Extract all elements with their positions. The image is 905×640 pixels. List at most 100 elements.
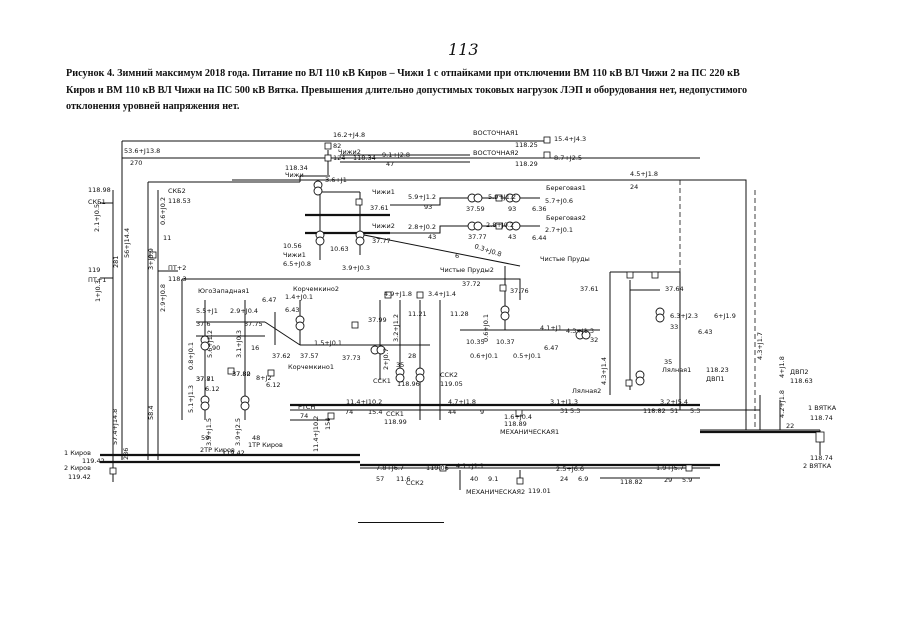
v-10-56: 10.56 [283, 242, 302, 250]
chizhi-lower-volt: 37.77 [372, 237, 391, 245]
flow-kirov-1: 57.4+J14.8 [111, 409, 119, 445]
mekh2-voltage: 119.01 [528, 487, 551, 495]
transformer-chizhi [313, 180, 323, 196]
kirov1-name: 1 Киров [64, 449, 91, 457]
current-35: 35 [396, 361, 404, 369]
flow-8-6: 0.6+J0.1 [482, 314, 490, 342]
flow-0-5: 0.5+J0.1 [513, 352, 541, 360]
current-35b: 35 [664, 358, 672, 366]
flow-top-2: 9.1+J2.8 [382, 151, 410, 159]
v-37-81: 37.81 [196, 375, 215, 383]
current-16: 16 [251, 344, 259, 352]
flow-4-3b: 4.3+J1.4 [600, 357, 608, 385]
vostochnaya2-flow: 8.7+J2.5 [554, 154, 582, 162]
korchemkino2-v: 6.43 [285, 306, 299, 314]
v-37-6: 37.6 [196, 320, 210, 328]
current-43a: 43 [428, 233, 436, 241]
mekh1-flow: 1.6+J0.4 [504, 413, 532, 421]
current-154: 15.4 [368, 408, 382, 416]
vostochnaya1-flow: 15.4+J4.3 [554, 135, 586, 143]
flow-top-left: 53.6+J13.8 [124, 147, 160, 155]
chistye-prudy2-name: Чистые Пруды2 [440, 266, 494, 274]
chizhi1-bottom: Чижи1 [283, 251, 306, 259]
transformer-lyalnaya1 [655, 307, 665, 323]
vyatka-voltage-2: 118.74 [810, 454, 833, 462]
kirov2-name: 2 Киров [64, 464, 91, 472]
flow-right-top: 4.5+J1.8 [630, 170, 658, 178]
current-40: 40 [470, 475, 478, 483]
flow-5-6: 5.6+J1.2 [206, 330, 214, 358]
flow-dvp2: 4+J1.8 [778, 356, 786, 378]
flow-11-4b: 11.4+J10.2 [312, 416, 320, 452]
flow-3-1b: 3.1+J0.3 [235, 330, 243, 358]
transformer-ztr2 [240, 395, 250, 411]
v-6-12: 6.12 [205, 385, 219, 393]
current-59: 59 [201, 434, 209, 442]
v-118-82b: 118.82 [620, 478, 643, 486]
current-11: 11 [163, 234, 171, 242]
yugozapadnaya-name: ЮгоЗападная1 [198, 287, 250, 295]
v-37-62: 37.62 [272, 352, 291, 360]
flow-2-7: 2+J0.7 [382, 348, 390, 370]
flow-8-9: 0.8+J0.1 [187, 342, 195, 370]
flow-4-7: 4.7+J1.8 [448, 398, 476, 406]
pt2-name: ПТ+2 [168, 264, 186, 272]
flow-1-9: 1.9+J5.7 [656, 464, 684, 472]
current-5-3: 5.3 [570, 407, 580, 415]
flow-4-9: 4.9+J1.8 [384, 290, 412, 298]
transformer-korch1 [370, 345, 386, 355]
transformer-chistye [500, 305, 510, 321]
current-74b: 74 [345, 408, 353, 416]
v-118-96: 118.96 [397, 380, 420, 388]
current-5-5: 5.3 [690, 407, 700, 415]
transformer-extra [635, 370, 645, 386]
pt1-name: ПТ+1 [88, 276, 106, 284]
vyatka1-name: 1 ВЯТКА [808, 404, 837, 412]
mekh1-voltage: 118.89 [504, 420, 527, 428]
transformer-chizhi1 [315, 230, 325, 246]
v-37-61: 37.61 [580, 285, 599, 293]
chizhi-voltage: 118.34 [285, 164, 308, 172]
flow-3-2c: 3.2+J1.2 [392, 314, 400, 342]
vyatka2-name: 2 ВЯТКА [803, 462, 832, 470]
transformer-lyalnaya2 [575, 330, 591, 340]
v-119-42: 119.42 [222, 449, 245, 457]
ssk2-label: ССК2 [440, 371, 458, 379]
v-119-05: 119.05 [440, 380, 463, 388]
current-11-6: 11.6 [396, 475, 410, 483]
pt1-voltage: 119 [88, 266, 100, 274]
pt2-voltage: 118.3 [168, 275, 187, 283]
ztr-kirov-1: 2ТР Киров [200, 446, 235, 454]
korchemkino2-name: Корчемкино2 [293, 285, 339, 293]
current-124: 124 [333, 154, 345, 162]
v-119-06: 119.06 [426, 464, 449, 472]
current-47: 47 [386, 160, 394, 168]
flow-7-8: 7.8+J6.7 [376, 464, 404, 472]
vostochnaya1-voltage: 118.25 [515, 141, 538, 149]
beregovaya2-flow-a: 2.8+J0.2 [486, 221, 514, 229]
chizhi1-name: Чижи1 [372, 188, 395, 196]
mekh2-name: МЕХАНИЧЕСКАЯ2 [466, 488, 525, 496]
v-6-43: 6.43 [698, 328, 712, 336]
current-154b: 154 [324, 418, 332, 430]
kirov2-voltage: 119.42 [68, 473, 91, 481]
transformer-bereg2 [467, 221, 483, 231]
v-37-64: 37.64 [665, 285, 684, 293]
chistye-volt-1: 37.72 [462, 280, 481, 288]
ssk1-name: ССК1 [386, 410, 404, 418]
current-9: 9 [480, 408, 484, 416]
kirov-volt-top: 118.98 [88, 186, 111, 194]
beregovaya2-v2: 6.44 [532, 234, 546, 242]
flow-11-4: 11.4+J10.2 [346, 398, 382, 406]
flow-4-1b: 4.1+J1.1 [456, 462, 484, 470]
flow-chizhi-tr: 3.6+J1 [325, 176, 347, 184]
current-24: 24 [630, 183, 638, 191]
chizhi1-voltage: 37.61 [370, 204, 389, 212]
korchemkino2-flow: 1.4+J0.1 [285, 293, 313, 301]
flow-6-3: 6.3+J2.3 [670, 312, 698, 320]
sks2-name: СКБ2 [168, 187, 186, 195]
current-93b: 93 [508, 205, 516, 213]
flow-8-12: 8+J2 [256, 374, 272, 382]
current-74: 74 [300, 412, 308, 420]
v-6-47b: 6.47 [544, 344, 558, 352]
